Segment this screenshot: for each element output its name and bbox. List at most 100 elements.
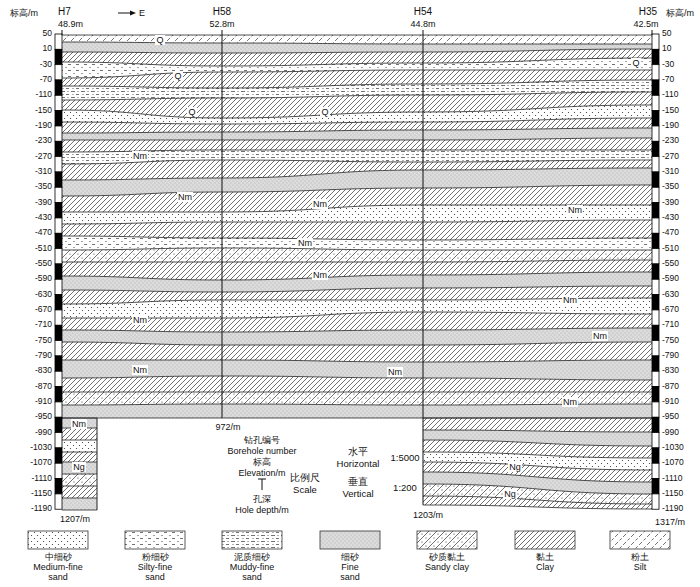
axis-title: 标高/m — [10, 8, 38, 18]
stratum-boundary — [62, 248, 652, 250]
axis-block — [55, 157, 62, 172]
key-leader — [262, 479, 263, 490]
stratum-boundary — [423, 440, 652, 446]
stratum-boundary — [423, 452, 652, 458]
legend-label: 粉细砂 Silty-fine sand — [132, 552, 178, 582]
stratum-label: Nm — [312, 270, 328, 280]
axis-block — [55, 65, 62, 80]
axis-block — [652, 433, 659, 448]
axis-block — [652, 126, 659, 141]
tick-label: -670 — [35, 305, 52, 315]
stratum-boundary — [62, 360, 652, 362]
axis-block — [652, 295, 659, 310]
stratum-boundary — [62, 392, 652, 393]
axis-block — [55, 111, 62, 126]
stratum-boundary — [62, 328, 652, 332]
axis-block — [652, 264, 659, 279]
axis-block — [55, 264, 62, 279]
stratum-label: Nm — [387, 367, 403, 377]
axis-block — [652, 95, 659, 110]
stratum-label: Q — [631, 58, 640, 68]
stratum-boundary — [62, 92, 652, 100]
tick-label: -470 — [662, 228, 679, 238]
stratum-band — [62, 428, 97, 440]
stratum-label: Q — [187, 107, 196, 117]
key-text: Elevation/m — [238, 468, 285, 478]
axis-block — [652, 157, 659, 172]
axis-block — [652, 111, 659, 126]
legend-swatch — [610, 531, 670, 549]
tick-label: -270 — [662, 152, 679, 162]
axis-block — [55, 494, 62, 509]
stratum-label: Nm — [592, 331, 608, 341]
borehole-line — [62, 30, 63, 35]
tick-label: -190 — [662, 121, 679, 131]
axis-block — [652, 203, 659, 218]
axis-block — [652, 279, 659, 294]
legend-label: 泥质细砂 Muddy-fine sand — [222, 552, 282, 582]
scale-text: Scale — [293, 485, 317, 496]
borehole-number: H7 — [58, 6, 71, 18]
tick-label: -950 — [662, 412, 679, 422]
stratum-band — [62, 474, 97, 486]
tick-label: -790 — [662, 351, 679, 361]
stratum-boundary — [62, 35, 652, 36]
tick-label: -750 — [662, 336, 679, 346]
legend-label: 中细砂 Medium-fine sand — [28, 552, 88, 582]
scale-text: Vertical — [342, 489, 373, 500]
tick-label: -510 — [35, 244, 52, 254]
tick-label: -790 — [35, 351, 52, 361]
tick-label: -1110 — [662, 474, 682, 484]
axis-block — [55, 126, 62, 141]
tick-label: -110 — [662, 90, 678, 100]
axis-block — [652, 387, 659, 402]
axis-block — [55, 371, 62, 386]
axis-block — [55, 356, 62, 371]
legend-label: 粉土 Silt — [626, 552, 654, 572]
stratum-label: Nm — [562, 295, 578, 305]
stratum-boundary — [62, 440, 97, 441]
borehole-number: H58 — [213, 6, 231, 18]
axis-block — [55, 80, 62, 95]
axis-block — [652, 463, 659, 478]
stratum-boundary — [62, 312, 652, 318]
stratum-boundary — [423, 484, 652, 494]
stratum-band — [62, 360, 652, 380]
stratum-boundary — [62, 138, 652, 140]
axis-block — [55, 141, 62, 156]
tick-label: 10 — [43, 44, 52, 54]
stratum-label: Ng — [508, 462, 522, 472]
stratum-boundary — [423, 472, 652, 482]
axis-block — [55, 325, 62, 340]
stratum-boundary — [423, 505, 652, 509]
stratum-band — [62, 35, 652, 44]
stratum-boundary — [62, 150, 652, 152]
stratum-band — [62, 452, 97, 462]
stratum-band — [423, 418, 652, 432]
tick-label: -350 — [35, 182, 52, 192]
column-border — [97, 418, 98, 510]
stratum-boundary — [62, 205, 652, 212]
stratum-boundary — [62, 49, 652, 53]
axis-block — [652, 34, 659, 49]
axis-block — [55, 402, 62, 417]
axis-block — [652, 402, 659, 417]
tick-label: -30 — [662, 60, 674, 70]
stratum-boundary — [62, 418, 652, 419]
axis-block — [652, 172, 659, 187]
tick-label: -910 — [662, 397, 679, 407]
stratum-boundary — [62, 58, 652, 66]
stratum-label: Nm — [132, 151, 148, 161]
axis-block — [652, 218, 659, 233]
axis-block — [55, 433, 62, 448]
stratum-label: Nm — [567, 205, 583, 215]
tick-label: -70 — [662, 75, 674, 85]
stratum-boundary — [62, 260, 652, 262]
tick-label: -1190 — [662, 504, 683, 514]
tick-label: -30 — [40, 60, 52, 70]
tick-label: -630 — [662, 290, 679, 300]
axis-block — [652, 494, 659, 509]
stratum-label: Nm — [312, 199, 328, 209]
axis-block — [652, 249, 659, 264]
tick-label: -710 — [662, 320, 679, 330]
